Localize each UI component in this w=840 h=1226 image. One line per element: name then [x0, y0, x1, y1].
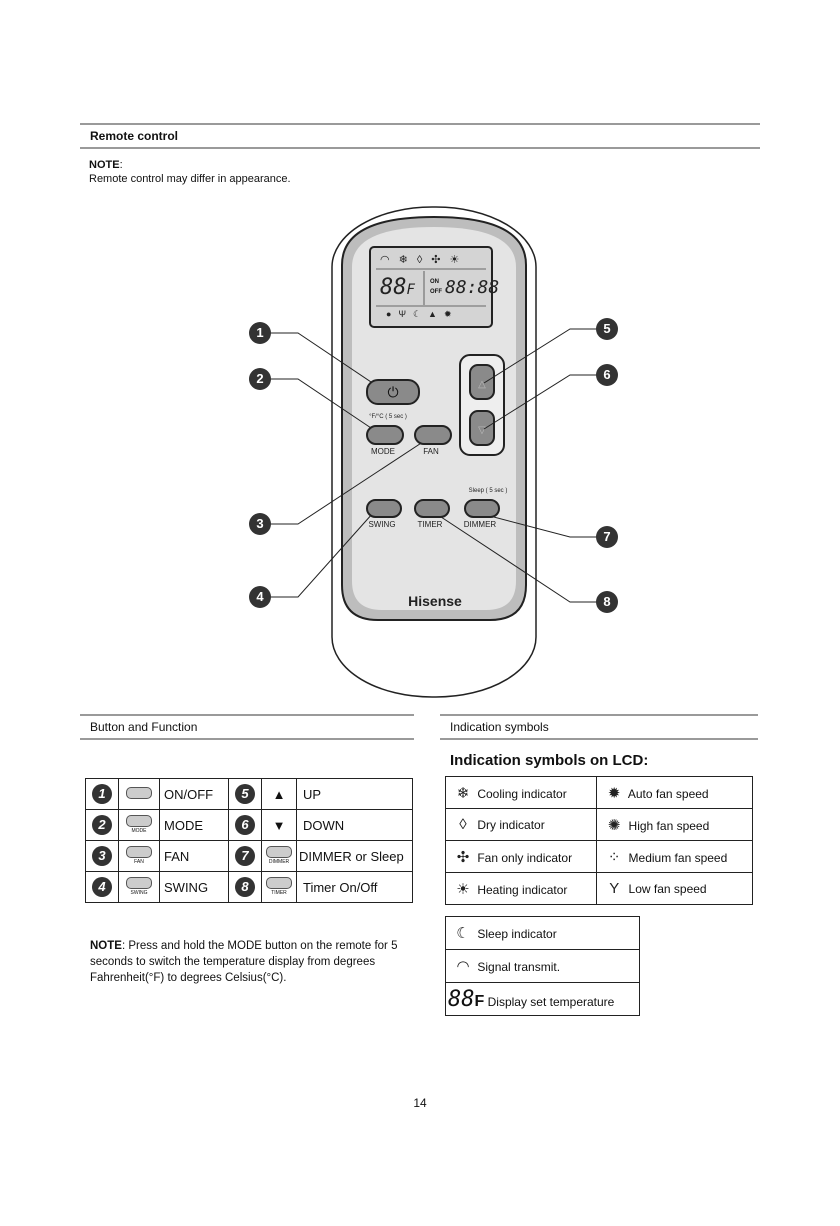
timer-label: TIMER	[417, 520, 443, 529]
note2-label: NOTE	[90, 940, 122, 952]
auto-fan-icon: ●	[386, 309, 399, 319]
callout-8: 8	[596, 591, 618, 613]
gear-icon: ✹	[443, 309, 459, 319]
sun-icon: ☀	[456, 880, 470, 898]
svg-text:▽: ▽	[478, 425, 486, 436]
sun-icon: ☀	[449, 254, 469, 266]
button-function-table: 1 ON/OFF 5 ▲ UP 2 MODE MODE 6 ▼ DOWN 3 F…	[85, 778, 413, 903]
table-row: ❄ Cooling indicator ✹ Auto fan speed	[444, 776, 753, 809]
table-row: 1 ON/OFF 5 ▲ UP	[85, 778, 413, 810]
lcd-temp: 88F	[380, 275, 415, 300]
low-fan-icon: Y	[609, 880, 620, 897]
dimmer-label: DIMMER	[463, 520, 497, 529]
callout-5: 5	[596, 318, 618, 340]
note-block: NOTE: Remote control may differ in appea…	[89, 159, 291, 185]
section-header: Remote control	[80, 123, 760, 149]
remote-control-illustration: △ ▽ ◠❄◊✣☀ 88F ON OFF 88:88 ●Ψ☾▲✹ ⏻ °F/°C…	[240, 205, 640, 700]
auto-fan-icon: ✹	[607, 784, 621, 802]
moon-icon: ☾	[456, 925, 470, 942]
signal-icon: ◠	[380, 254, 399, 266]
medium-fan-icon: ⁘	[607, 848, 621, 866]
temp-display-icon: 88	[448, 986, 475, 1012]
swing-button[interactable]	[366, 499, 402, 518]
indication-header: Indication symbols	[440, 714, 758, 740]
dimmer-button[interactable]	[464, 499, 500, 518]
table-row: 3 FAN FAN 7 DIMMER DIMMER or Sleep	[85, 840, 413, 872]
fan-mini-icon	[126, 846, 152, 858]
lcd-onoff: ON OFF	[430, 279, 442, 295]
fan-label: FAN	[423, 447, 439, 456]
table-row: 2 MODE MODE 6 ▼ DOWN	[85, 809, 413, 841]
mode-button[interactable]	[366, 425, 404, 445]
snowflake-icon: ❄	[456, 784, 470, 802]
callout-6: 6	[596, 364, 618, 386]
sleep-top-label: Sleep ( 5 sec )	[468, 488, 508, 494]
mode-label: MODE	[371, 447, 395, 456]
callout-1: 1	[249, 322, 271, 344]
fan-button[interactable]	[414, 425, 452, 445]
svg-text:△: △	[478, 379, 486, 390]
note2-block: NOTE: Press and hold the MODE button on …	[90, 938, 400, 986]
table-row: ◊ Dry indicator ✺ High fan speed	[444, 808, 753, 841]
lcd-time: 88:88	[445, 277, 500, 298]
swing-label: SWING	[368, 520, 396, 529]
drop-icon: ◊	[459, 816, 467, 833]
moon-icon: ☾	[412, 309, 429, 319]
up-mini-icon: ▲	[261, 778, 297, 810]
section-title: Remote control	[90, 129, 179, 143]
table-row: ☾ Sleep indicator	[445, 916, 640, 950]
extra-indication-table: ☾ Sleep indicator ◠ Signal transmit. 88F…	[445, 916, 640, 1016]
drop-icon: ◊	[416, 254, 432, 266]
callout-3: 3	[249, 513, 271, 535]
table-row: ◠ Signal transmit.	[445, 949, 640, 983]
dimmer-mini-icon	[266, 846, 292, 858]
callout-2: 2	[249, 368, 271, 390]
lcd-top-icons: ◠❄◊✣☀	[380, 253, 468, 266]
down-mini-icon: ▼	[261, 809, 297, 841]
timer-button[interactable]	[414, 499, 450, 518]
power-button[interactable]: ⏻	[366, 379, 420, 405]
snowflake-icon: ❄	[398, 254, 417, 266]
power-mini-icon	[126, 786, 152, 799]
antenna-icon: Ψ	[398, 309, 413, 319]
button-function-header: Button and Function	[80, 714, 414, 740]
callout-4: 4	[249, 586, 271, 608]
triangle-icon: ▲	[428, 309, 444, 319]
table-row: 88F Display set temperature	[445, 982, 640, 1016]
table-row: 4 SWING SWING 8 TIMER Timer On/Off	[85, 871, 413, 903]
page-number: 14	[413, 1096, 427, 1110]
note-label: NOTE	[89, 159, 120, 171]
signal-icon: ◠	[456, 958, 470, 975]
fan-icon: ✣	[456, 848, 470, 866]
timer-mini-icon	[266, 877, 292, 889]
temp-unit-icon: F	[474, 992, 485, 1010]
callout-7: 7	[596, 526, 618, 548]
brand-logo: Hisense	[408, 593, 462, 609]
button-function-title: Button and Function	[90, 720, 198, 734]
mode-top-label: °F/°C ( 5 sec )	[369, 414, 407, 420]
indication-title: Indication symbols	[450, 720, 549, 734]
table-row: ✣ Fan only indicator ⁘ Medium fan speed	[444, 840, 753, 873]
swing-mini-icon	[126, 877, 152, 889]
mode-mini-icon	[126, 815, 152, 827]
indication-subtitle: Indication symbols on LCD:	[450, 752, 649, 769]
high-fan-icon: ✺	[607, 816, 621, 834]
note-text: Remote control may differ in appearance.	[89, 173, 291, 185]
note2-text: : Press and hold the MODE button on the …	[90, 940, 398, 984]
lcd-bottom-icons: ●Ψ☾▲✹	[386, 309, 459, 320]
indication-table: ❄ Cooling indicator ✹ Auto fan speed ◊ D…	[444, 776, 753, 905]
table-row: ☀ Heating indicator Y Low fan speed	[444, 872, 753, 905]
remote-body-svg: △ ▽	[270, 206, 598, 698]
fan-icon: ✣	[431, 254, 450, 266]
